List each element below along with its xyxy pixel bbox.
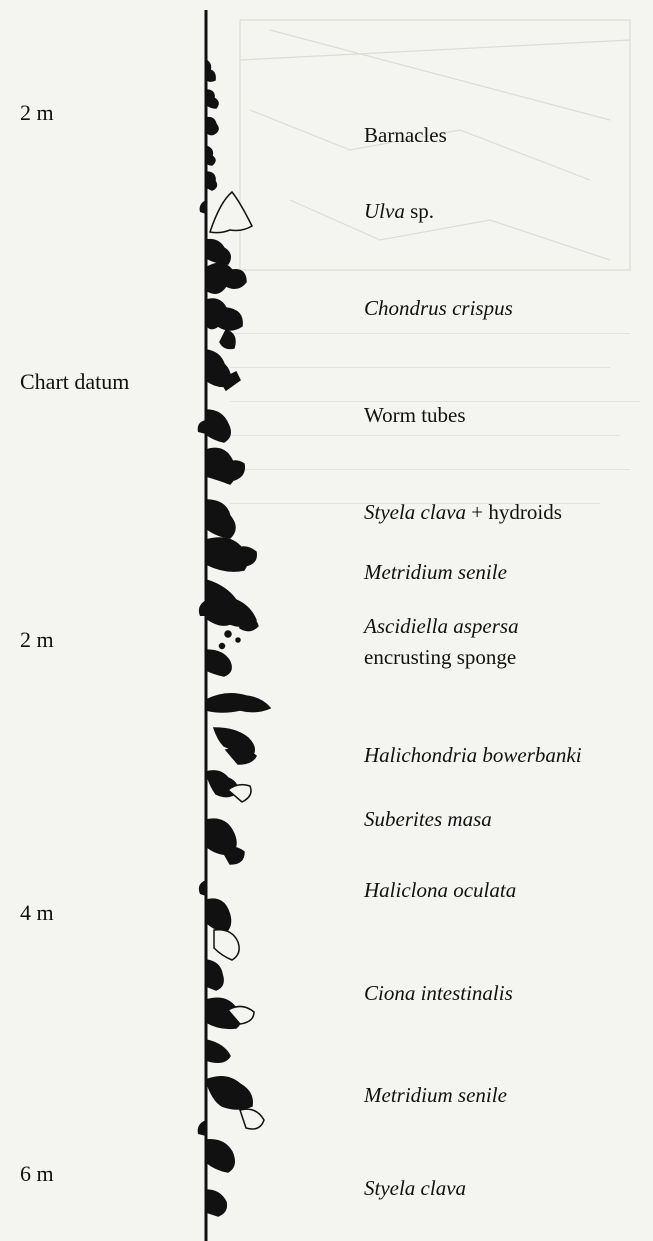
species-label: Metridium senile	[364, 1083, 507, 1108]
species-label: Halichondria bowerbanki	[364, 743, 582, 768]
depth-label: 2 m	[20, 100, 54, 126]
species-label: Barnacles	[364, 123, 447, 148]
species-label: Worm tubes	[364, 403, 466, 428]
species-label: Ciona intestinalis	[364, 981, 513, 1006]
depth-label: 4 m	[20, 900, 54, 926]
species-label: encrusting sponge	[364, 645, 516, 670]
depth-label: 6 m	[20, 1161, 54, 1187]
species-label: Metridium senile	[364, 560, 507, 585]
species-label: Styela clava	[364, 1176, 466, 1201]
depth-label-chart-datum: Chart datum	[20, 369, 129, 395]
species-label: Ulva sp.	[364, 199, 434, 224]
species-label: Chondrus crispus	[364, 296, 513, 321]
species-label: Styela clava + hydroids	[364, 500, 562, 525]
species-label: Ascidiella aspersa	[364, 614, 519, 639]
depth-label: 2 m	[20, 627, 54, 653]
species-label: Haliclona oculata	[364, 878, 516, 903]
species-label: Suberites masa	[364, 807, 492, 832]
fouling-growth	[206, 60, 270, 1216]
